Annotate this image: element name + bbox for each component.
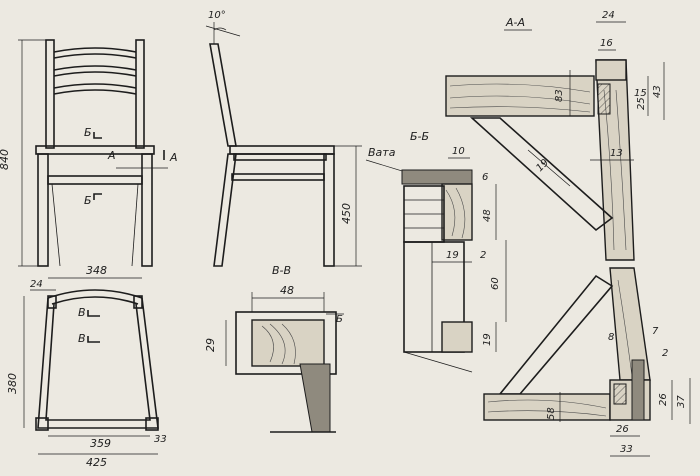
- dim-359: 359: [90, 437, 111, 450]
- dim-aa-24: 24: [602, 10, 615, 21]
- dim-aa-2: 2: [662, 348, 668, 359]
- dim-450: 450: [340, 203, 353, 224]
- dim-aa-37: 37: [676, 395, 687, 408]
- callout-b-vv: Б: [336, 314, 343, 325]
- dim-380: 380: [6, 373, 19, 394]
- section-bb: Б-Б Вата 10 6 48 19 2 60 19: [365, 130, 507, 373]
- dim-vv-48: 48: [280, 284, 294, 297]
- section-vv: В-В 48 29 Б: [204, 264, 344, 433]
- callout-b-upper: Б: [84, 126, 92, 139]
- dim-840: 840: [0, 149, 11, 170]
- callout-v-upper: В: [78, 306, 86, 319]
- callout-v-lower: В: [78, 332, 86, 345]
- dim-aa-26h: 26: [616, 424, 629, 435]
- label-vv: В-В: [272, 264, 291, 277]
- dim-bb-60: 60: [490, 277, 501, 290]
- callout-a-left: А: [107, 149, 116, 162]
- dim-bb-19a: 19: [446, 250, 459, 261]
- dim-bb-6: 6: [482, 172, 488, 183]
- dim-aa-26v: 26: [658, 393, 669, 406]
- dim-bb-2: 2: [480, 250, 486, 261]
- material-label: Вата: [368, 146, 396, 159]
- dim-33: 33: [154, 434, 167, 445]
- dim-24: 24: [30, 279, 43, 290]
- section-aa: А-А 24 16 83 15 25: [445, 10, 691, 457]
- dim-aa-15: 15: [634, 88, 647, 99]
- dim-348: 348: [86, 264, 107, 277]
- label-bb: Б-Б: [410, 130, 429, 143]
- dim-aa-16: 16: [600, 38, 613, 49]
- dim-aa-13: 13: [610, 148, 623, 159]
- dim-aa-58: 58: [546, 407, 557, 420]
- dim-425: 425: [86, 456, 107, 469]
- angle-10: 10°: [208, 10, 226, 21]
- dim-vv-29: 29: [204, 338, 217, 352]
- dim-aa-19: 19: [534, 157, 551, 174]
- dim-bb-10: 10: [452, 146, 465, 157]
- front-view: Б Б А А 840: [0, 39, 178, 267]
- dim-bb-19b: 19: [482, 333, 493, 346]
- label-aa: А-А: [505, 16, 525, 29]
- callout-b-lower: Б: [84, 194, 92, 207]
- callout-a-right: А: [169, 151, 178, 164]
- dim-bb-48: 48: [482, 209, 493, 222]
- dim-aa-8: 8: [608, 332, 614, 343]
- dim-aa-33: 33: [620, 444, 633, 455]
- dim-aa-7: 7: [652, 326, 659, 337]
- side-view: 10° 450: [205, 10, 362, 267]
- dim-aa-25: 25: [636, 97, 647, 110]
- dim-aa-43: 43: [652, 85, 663, 98]
- plan-view: В В 348 24 380 359 33 425: [6, 264, 167, 469]
- dim-aa-83: 83: [554, 89, 565, 102]
